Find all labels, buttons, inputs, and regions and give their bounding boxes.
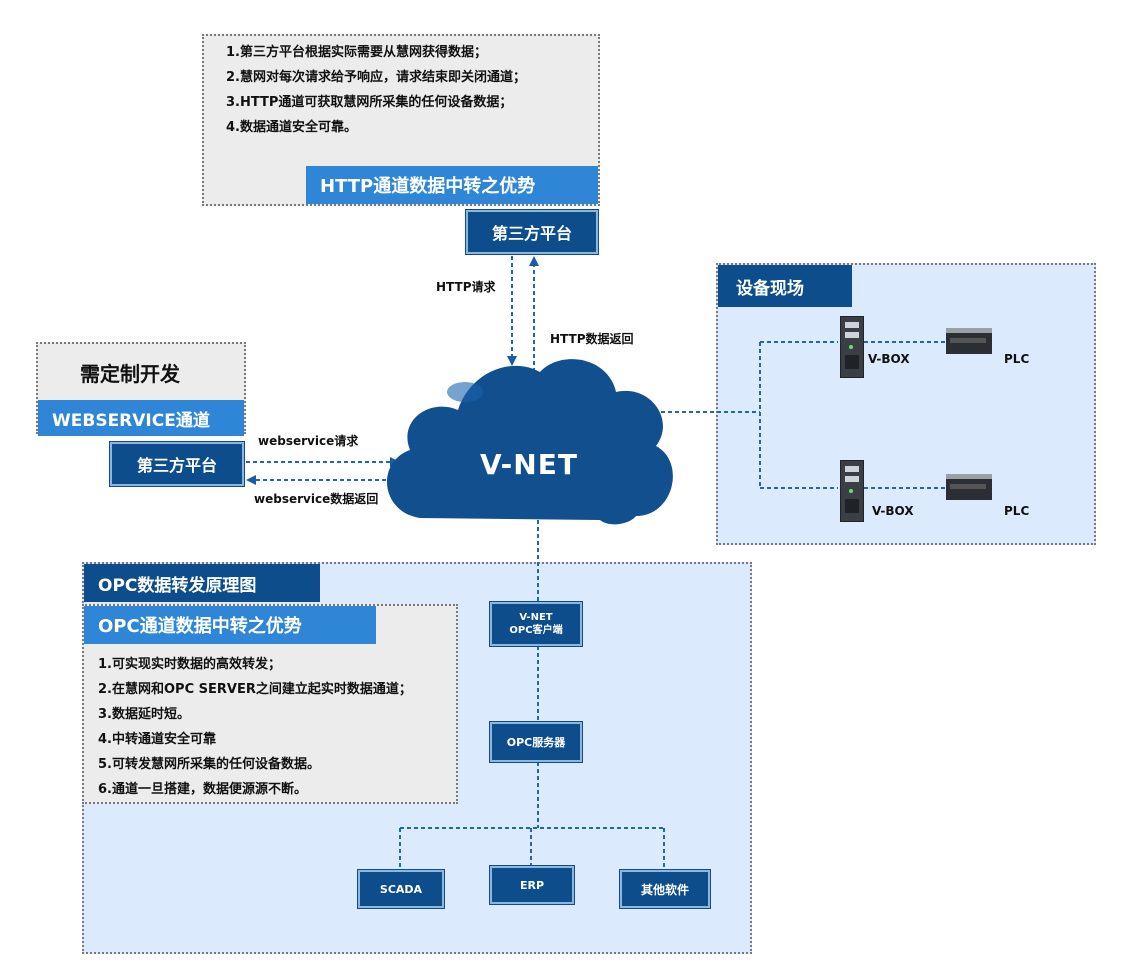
- opc-client-node[interactable]: V-NET OPC客户端: [490, 602, 582, 646]
- vnet-cloud-label: V-NET: [480, 448, 578, 481]
- list-item: 4.中转通道安全可靠: [98, 732, 216, 747]
- webservice-third-party-platform[interactable]: 第三方平台: [110, 442, 244, 486]
- http-response-label: HTTP数据返回: [550, 332, 634, 346]
- http-request-label: HTTP请求: [436, 280, 496, 294]
- plc-label: PLC: [1004, 352, 1030, 366]
- http-third-party-platform[interactable]: 第三方平台: [466, 210, 598, 254]
- opc-client-line1: V-NET: [519, 612, 553, 623]
- vbox-device-icon: [840, 460, 864, 522]
- plc-device-icon: [946, 328, 992, 354]
- custom-dev-label: 需定制开发: [80, 362, 180, 386]
- webservice-response-label: webservice数据返回: [254, 492, 379, 506]
- erp-node[interactable]: ERP: [490, 866, 574, 904]
- plc-device-icon: [946, 474, 992, 500]
- opc-diagram-title: OPC数据转发原理图: [84, 564, 320, 602]
- list-item: 1.可实现实时数据的高效转发；: [98, 657, 281, 672]
- opc-advantages-list: 1.可实现实时数据的高效转发； 2.在慧网和OPC SERVER之间建立起实时数…: [98, 652, 412, 802]
- equipment-site-panel: [716, 263, 1096, 545]
- list-item: 3.HTTP通道可获取慧网所采集的任何设备数据；: [226, 95, 513, 110]
- equipment-site-title: 设备现场: [718, 265, 852, 307]
- opc-client-line2: OPC客户端: [509, 625, 563, 636]
- scada-node[interactable]: SCADA: [358, 870, 444, 908]
- list-item: 2.在慧网和OPC SERVER之间建立起实时数据通道；: [98, 682, 412, 697]
- list-item: 4.数据通道安全可靠。: [226, 120, 357, 135]
- webservice-request-label: webservice请求: [258, 434, 359, 448]
- list-item: 3.数据延时短。: [98, 707, 190, 722]
- list-item: 1.第三方平台根据实际需要从慧网获得数据；: [226, 45, 487, 60]
- list-item: 6.通道一旦搭建，数据便源源不断。: [98, 782, 307, 797]
- vbox-label: V-BOX: [872, 504, 914, 518]
- other-software-node[interactable]: 其他软件: [620, 870, 710, 908]
- opc-server-node[interactable]: OPC服务器: [490, 722, 582, 762]
- list-item: 5.可转发慧网所采集的任何设备数据。: [98, 757, 320, 772]
- vbox-label: V-BOX: [868, 352, 910, 366]
- http-advantages-list: 1.第三方平台根据实际需要从慧网获得数据； 2.慧网对每次请求给予响应，请求结束…: [226, 40, 526, 140]
- list-item: 2.慧网对每次请求给予响应，请求结束即关闭通道；: [226, 70, 526, 85]
- plc-label: PLC: [1004, 504, 1030, 518]
- webservice-channel-banner: WEBSERVICE通道: [38, 400, 244, 436]
- http-advantages-banner: HTTP通道数据中转之优势: [306, 166, 598, 204]
- vnet-cloud: [387, 359, 673, 525]
- vbox-device-icon: [840, 316, 864, 378]
- opc-advantages-banner: OPC通道数据中转之优势: [84, 606, 376, 644]
